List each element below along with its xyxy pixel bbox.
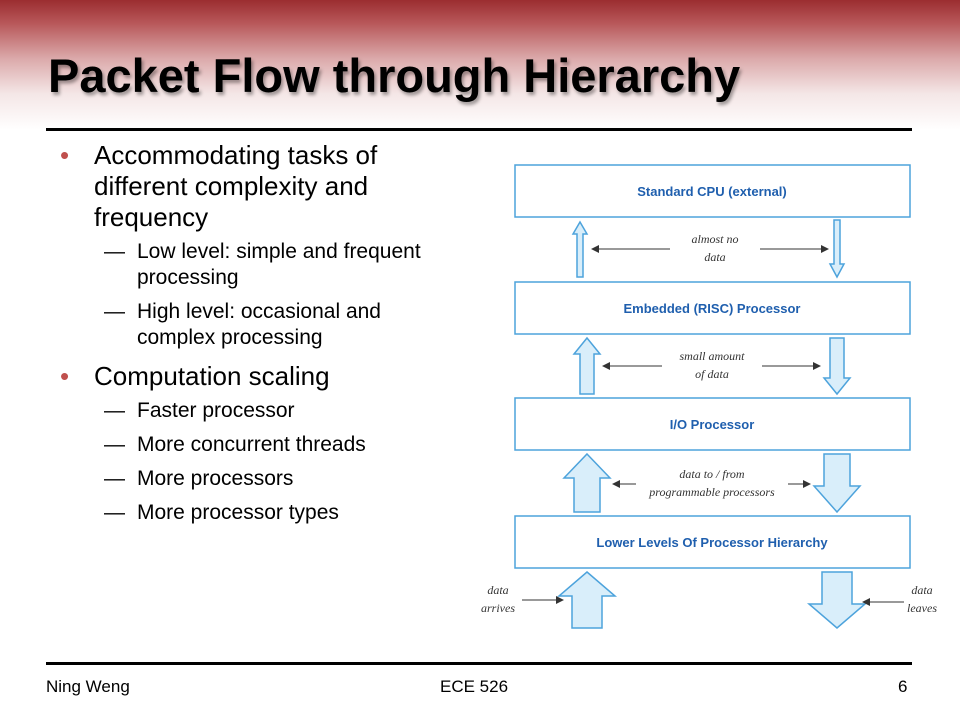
level-box-standard-cpu: Standard CPU (external) — [514, 164, 911, 218]
title-divider — [46, 128, 912, 131]
out-label: data — [911, 583, 932, 597]
pointer-lines — [522, 245, 904, 606]
flow-label: small amount — [679, 349, 745, 363]
sub-bullet-item: — More processor types — [94, 500, 460, 526]
in-label: arrives — [481, 601, 515, 615]
sub-bullet-item: — More processors — [94, 466, 460, 492]
up-arrow-icon — [562, 452, 612, 513]
footer-author: Ning Weng — [46, 677, 130, 696]
dash-marker-icon: — — [104, 433, 125, 456]
level-box-embedded-processor: Embedded (RISC) Processor — [514, 281, 911, 335]
level-box-io-processor: I/O Processor — [514, 397, 911, 451]
bullet-marker-icon: • — [60, 361, 70, 391]
slide-number: 6 — [898, 677, 908, 696]
bullet-item: • Accommodating tasks of different compl… — [60, 140, 460, 351]
down-arrow-icon — [828, 219, 846, 279]
flow-label: data — [704, 250, 725, 264]
bullet-text: Computation scaling — [94, 361, 330, 391]
down-arrow-icon — [822, 337, 852, 396]
flow-label: of data — [695, 367, 729, 381]
out-arrow-icon — [806, 571, 868, 629]
footer-course: ECE 526 — [440, 677, 509, 696]
sub-bullet-list: — Low level: simple and frequent processi… — [94, 239, 460, 351]
sub-bullet-list: — Faster processor — More concurrent threa… — [94, 398, 460, 526]
sub-bullet-item: — High level: occasional and complex proc… — [94, 299, 460, 351]
up-arrow-icon — [571, 220, 589, 278]
dash-marker-icon: — — [104, 240, 125, 263]
down-arrow-icon — [812, 453, 862, 514]
sub-bullet-text: High level: occasional and complex proce… — [137, 300, 381, 349]
level-label: Embedded (RISC) Processor — [624, 301, 801, 316]
sub-bullet-text: More processor types — [137, 501, 339, 524]
flow-label: programmable processors — [648, 485, 775, 499]
bullet-item: • Computation scaling — Faster processor … — [60, 361, 460, 526]
processor-hierarchy-diagram: Standard CPU (external) Embedded (RISC) … — [481, 164, 937, 629]
dash-marker-icon: — — [104, 399, 125, 422]
footer-divider — [46, 662, 912, 665]
in-label: data — [487, 583, 508, 597]
flow-label: almost no — [691, 232, 738, 246]
sub-bullet-text: More concurrent threads — [137, 433, 366, 456]
bullet-text: Accommodating tasks of different complex… — [94, 140, 378, 232]
sub-bullet-item: — More concurrent threads — [94, 432, 460, 458]
sub-bullet-text: Low level: simple and frequent processin… — [137, 240, 421, 289]
bullet-marker-icon: • — [60, 140, 70, 170]
slide-title: Packet Flow through Hierarchy — [48, 49, 741, 102]
out-label: leaves — [907, 601, 937, 615]
bullet-list: • Accommodating tasks of different compl… — [60, 140, 460, 536]
dash-marker-icon: — — [104, 501, 125, 524]
level-label: Standard CPU (external) — [637, 184, 787, 199]
sub-bullet-text: More processors — [137, 467, 294, 490]
level-label: Lower Levels Of Processor Hierarchy — [596, 535, 828, 550]
sub-bullet-item: — Low level: simple and frequent processi… — [94, 239, 460, 291]
title-band — [0, 0, 960, 130]
level-box-lower-levels: Lower Levels Of Processor Hierarchy — [514, 515, 911, 569]
dash-marker-icon: — — [104, 467, 125, 490]
up-arrow-icon — [572, 336, 602, 395]
in-arrow-icon — [556, 571, 618, 629]
sub-bullet-item: — Faster processor — [94, 398, 460, 424]
sub-bullet-text: Faster processor — [137, 399, 295, 422]
dash-marker-icon: — — [104, 300, 125, 323]
flow-label: data to / from — [679, 467, 745, 481]
level-label: I/O Processor — [670, 417, 755, 432]
